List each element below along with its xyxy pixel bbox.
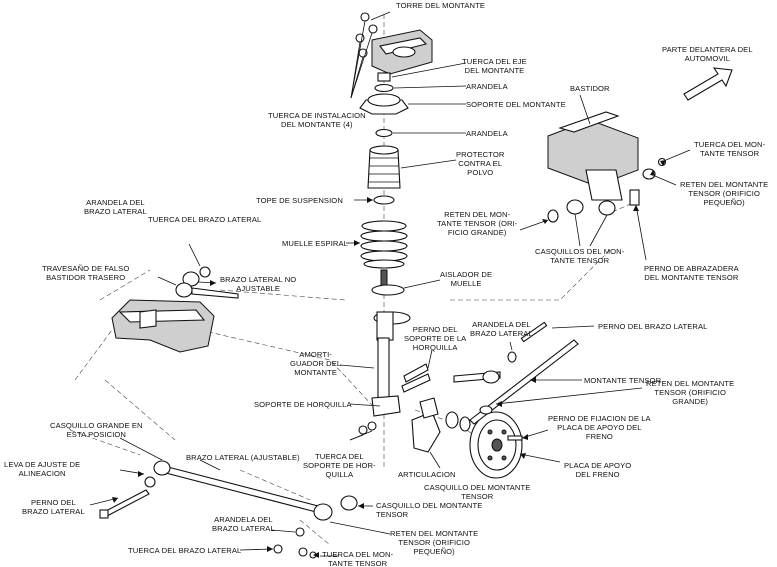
label-soporte-horquilla: SOPORTE DE HORQUILLA <box>254 400 352 409</box>
label-reten-tensor-grande-right: RETEN DEL MONTANTE TENSOR (ORIFICIO GRAN… <box>646 379 735 406</box>
label-soporte-montante: SOPORTE DEL MONTANTE <box>466 100 566 109</box>
label-tuerca-montante-tensor-bottom: TUERCA DEL MON- TANTE TENSOR <box>322 550 394 567</box>
label-arandela-mid: ARANDELA <box>466 129 508 138</box>
spring-isolator <box>371 269 441 296</box>
knuckle-nuts <box>349 403 381 441</box>
label-reten-tensor-pequeno-bottom: RETEN DEL MONTANTE TENSOR (ORIFICIO PEQU… <box>390 529 479 556</box>
label-placa-apoyo-freno: PLACA DE APOYO DEL FRENO <box>564 461 632 479</box>
dust-boot <box>367 145 457 189</box>
label-perno-soporte-horquilla: PERNO DEL SOPORTE DE LA HORQUILLA <box>404 325 467 352</box>
tension-strut-mount-hardware <box>519 149 691 261</box>
label-casquillo-grande: CASQUILLO GRANDE EN ESTA POSICION <box>50 421 143 439</box>
label-tuerca-instalacion: TUERCA DE INSTALACION DEL MONTANTE (4) <box>268 111 366 129</box>
label-muelle-espiral: MUELLE ESPIRAL <box>282 239 348 248</box>
strut-tower <box>371 29 433 75</box>
label-perno-abrazadera: PERNO DE ABRAZADERA DEL MONTANTE TENSOR <box>644 264 739 282</box>
label-reten-tensor-grande-top: RETEN DEL MON- TANTE TENSOR (ORI- FICIO … <box>437 210 518 237</box>
label-arandela-brazo-lateral-bottom: ARANDELA DEL BRAZO LATERAL <box>212 515 275 533</box>
label-amortiguador: AMORTI- GUADOR DEL MONTANTE <box>290 350 342 377</box>
front-direction-arrow <box>683 67 733 101</box>
label-arandela-brazo-lateral-top: ARANDELA DEL BRAZO LATERAL <box>84 198 147 216</box>
label-aislador-muelle: AISLADOR DE MUELLE <box>440 270 493 288</box>
label-arandela-brazo-lateral-right: ARANDELA DEL BRAZO LATERAL <box>470 320 533 338</box>
label-tuerca-eje-montante: TUERCA DEL EJE DEL MONTANTE <box>462 57 527 75</box>
label-perno-brazo-lateral-right: PERNO DEL BRAZO LATERAL <box>598 322 708 331</box>
label-tuerca-soporte-horquilla: TUERCA DEL SOPORTE DE HOR- QUILLA <box>303 452 376 479</box>
leader-arrowheads <box>112 160 666 558</box>
label-reten-tensor-pequeno-top: RETEN DEL MONTANTE TENSOR (ORIFICIO PEQU… <box>680 180 769 207</box>
label-articulacion: ARTICULACION <box>398 470 456 479</box>
label-bastidor: BASTIDOR <box>570 84 610 93</box>
adjustable-lateral-arm <box>89 437 358 521</box>
brake-backing-plate <box>469 411 561 479</box>
label-casquillos-tensor: CASQUILLOS DEL MON- TANTE TENSOR <box>535 247 625 265</box>
strut-mount-nuts <box>350 11 391 99</box>
label-torre-montante: TORRE DEL MONTANTE <box>396 1 485 10</box>
rear-crossmember <box>111 299 215 353</box>
label-casquillo-tensor-bottom2: CASQUILLO DEL MONTANTE TENSOR <box>376 501 483 519</box>
knuckle-bolts <box>401 349 433 393</box>
non-adjustable-arm-hardware <box>157 243 239 299</box>
label-tuerca-montante-tensor-top: TUERCA DEL MON- TANTE TENSOR <box>694 140 766 158</box>
label-parte-delantera: PARTE DELANTERA DEL AUTOMOVIL <box>662 45 753 63</box>
label-brazo-no-ajustable: BRAZO LATERAL NO AJUSTABLE <box>220 275 297 293</box>
label-protector-polvo: PROTECTOR CONTRA EL POLVO <box>456 150 505 177</box>
label-travesano: TRAVESAÑO DE FALSO BASTIDOR TRASERO <box>42 264 130 282</box>
label-montante-tensor: MONTANTE TENSOR <box>584 376 662 385</box>
tension-strut <box>445 339 643 432</box>
frame-bracket <box>547 94 639 201</box>
lateral-arm-bolt-right <box>453 321 595 384</box>
label-arandela-top: ARANDELA <box>466 82 508 91</box>
strut-mount <box>359 62 467 115</box>
shock-absorber <box>339 311 411 417</box>
strut-washer <box>375 128 466 138</box>
label-tope-suspension: TOPE DE SUSPENSION <box>256 196 343 205</box>
label-casquillo-tensor-bottom: CASQUILLO DEL MONTANTE TENSOR <box>424 483 531 501</box>
label-tuerca-brazo-lateral-bottom: TUERCA DEL BRAZO LATERAL <box>128 546 242 555</box>
spindle-knuckle <box>411 397 441 469</box>
label-tuerca-brazo-lateral-top: TUERCA DEL BRAZO LATERAL <box>148 215 262 224</box>
bump-stop <box>354 195 395 205</box>
label-brazo-lateral-ajustable: BRAZO LATERAL (AJUSTABLE) <box>186 453 300 462</box>
coil-spring <box>346 220 408 269</box>
label-perno-brazo-lateral-left: PERNO DEL BRAZO LATERAL <box>22 498 85 516</box>
label-perno-fijacion-placa: PERNO DE FIJACION DE LA PLACA DE APOYO D… <box>548 414 651 441</box>
label-leva-ajuste: LEVA DE AJUSTE DE ALINEACION <box>4 460 81 478</box>
